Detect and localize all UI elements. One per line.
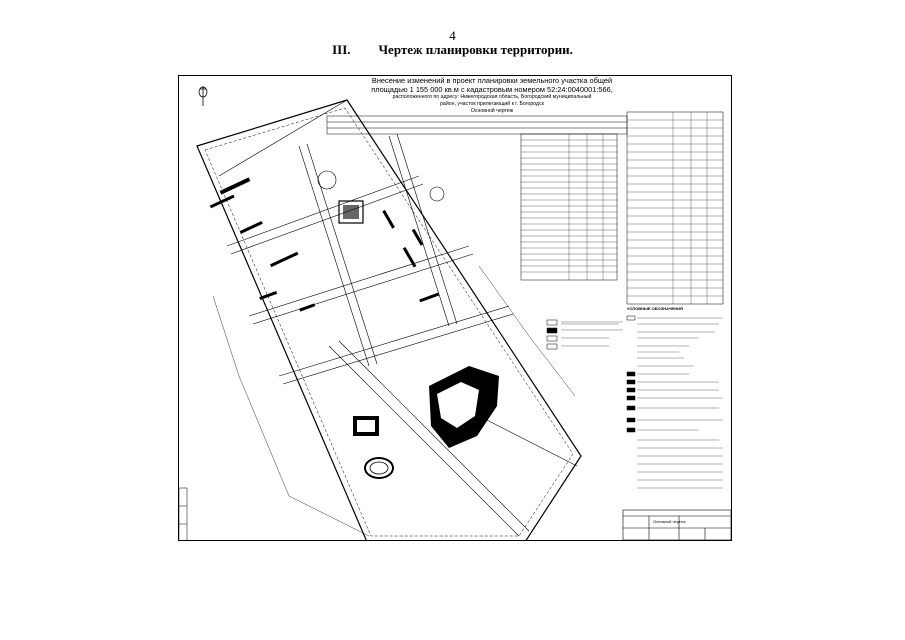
title-block-label: Основной чертеж — [653, 519, 686, 524]
drawing-header-line3: расположенного по адресу: Нижегородская … — [392, 94, 592, 101]
section-numeral: III. — [332, 42, 351, 57]
page-number: 4 — [449, 28, 456, 43]
north-arrow-icon — [198, 86, 208, 106]
margin-stamp — [179, 487, 188, 540]
drawing-header-line1: Внесение изменений в проект планировки з… — [371, 76, 613, 85]
drawing-header-line5: Основной чертеж — [470, 107, 514, 114]
commercial-complex — [353, 366, 499, 448]
plot-hatching — [212, 265, 576, 537]
site-plan-graphic — [179, 86, 731, 540]
drawing-header: Внесение изменений в проект планировки з… — [367, 76, 617, 115]
drawing-header-line2: площадью 1 155 000 кв.м с кадастровым но… — [371, 84, 613, 94]
planning-drawing-sheet: Внесение изменений в проект планировки з… — [178, 75, 732, 541]
section-title: III. Чертеж планировки территории. — [0, 42, 905, 58]
title-block — [622, 509, 731, 540]
stadium-oval — [364, 457, 394, 479]
legend-swatches — [546, 315, 636, 433]
table-rows-right — [627, 112, 723, 304]
table-rows-left — [521, 134, 617, 280]
building-blocks — [209, 177, 440, 312]
legend-title: УСЛОВНЫЕ ОБОЗНАЧЕНИЯ — [627, 306, 683, 311]
section-title-text: Чертеж планировки территории. — [378, 42, 573, 57]
legend-lines — [561, 317, 723, 489]
drawing-header-line4: район, участок прилегающий к г. Богородс… — [440, 101, 544, 107]
roundabouts — [317, 170, 445, 202]
road-network — [218, 99, 578, 537]
